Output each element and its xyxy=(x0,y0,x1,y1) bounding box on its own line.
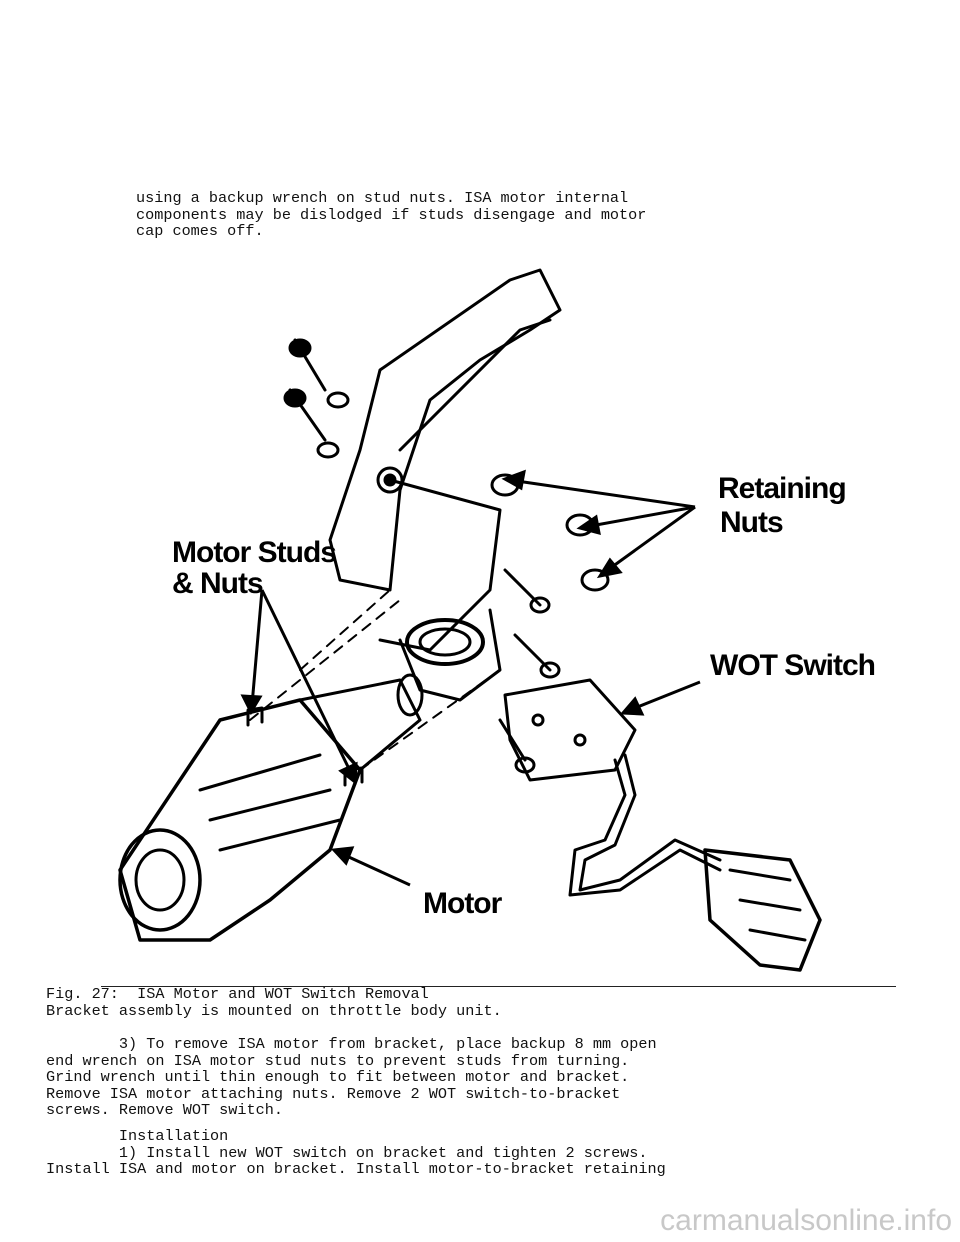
callout-retaining-nuts-1: Retaining xyxy=(718,472,846,505)
watermark: carmanualsonline.info xyxy=(660,1204,952,1237)
callout-motor-studs-1: Motor Studs xyxy=(172,536,336,569)
callout-wot-switch: WOT Switch xyxy=(710,649,875,682)
bracket-shape xyxy=(328,268,562,592)
body-paragraph-step3: 3) To remove ISA motor from bracket, pla… xyxy=(46,1035,657,1120)
figure-caption: Fig. 27: ISA Motor and WOT Switch Remova… xyxy=(46,985,429,1003)
isa-motor-wot-switch-diagram: Retaining Nuts Motor Studs & Nuts WOT Sw… xyxy=(118,268,876,972)
body-installation: Installation 1) Install new WOT switch o… xyxy=(46,1127,666,1179)
callout-retaining-nuts-2: Nuts xyxy=(720,506,783,539)
callout-motor-studs-2: & Nuts xyxy=(172,567,263,600)
body-line-bracket: Bracket assembly is mounted on throttle … xyxy=(46,1002,502,1020)
intro-paragraph: using a backup wrench on stud nuts. ISA … xyxy=(136,189,647,241)
callout-motor: Motor xyxy=(423,887,503,920)
caption-divider xyxy=(101,986,896,987)
